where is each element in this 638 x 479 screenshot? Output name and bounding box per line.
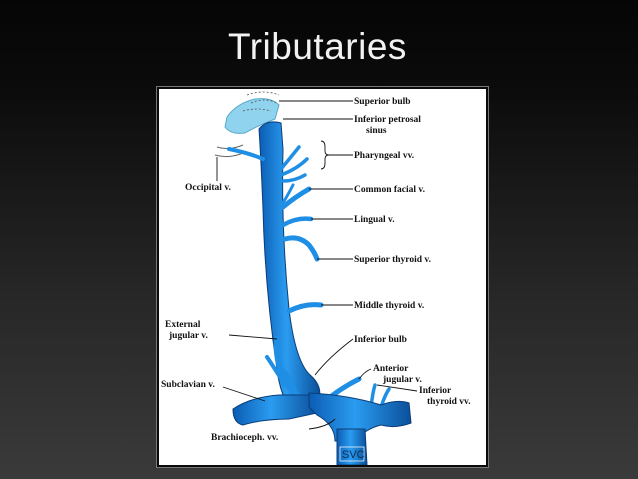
label-pharyngeal: Pharyngeal vv.	[354, 151, 414, 161]
leader-lines	[216, 100, 418, 430]
middle-thyroid-vein	[286, 302, 324, 314]
slide-title: Tributaries	[228, 26, 407, 67]
label-common-facial: Common facial v.	[354, 185, 425, 195]
diagram-labels: Superior bulb Inferior petrosal sinus Ph…	[161, 97, 471, 443]
label-inferior-petrosal: Inferior petrosal	[354, 115, 421, 125]
label-superior-thyroid: Superior thyroid v.	[354, 255, 431, 265]
occipital-vein	[227, 147, 265, 161]
label-inferior-thyroid: Inferior	[419, 386, 452, 396]
superior-thyroid-vein	[282, 235, 320, 262]
label-inferior-petrosal-sinus: sinus	[366, 126, 387, 136]
internal-jugular-vein	[258, 121, 321, 410]
label-external-jugular-v: jugular v.	[168, 331, 208, 341]
svc-label: SVC	[342, 449, 365, 461]
pharyngeal-veins	[279, 145, 309, 183]
label-brachiocephalic: Brachioceph. vv.	[211, 433, 278, 443]
label-inferior-bulb: Inferior bulb	[354, 335, 407, 345]
label-inferior-thyroid-vv: thyroid vv.	[427, 397, 471, 407]
label-anterior-jugular: Anterior	[373, 364, 409, 374]
label-superior-bulb: Superior bulb	[354, 97, 411, 107]
label-external-jugular: External	[165, 320, 201, 330]
subclavian-vein	[232, 394, 318, 426]
label-subclavian: Subclavian v.	[161, 380, 215, 390]
common-facial-vein	[280, 186, 312, 210]
label-occipital: Occipital v.	[185, 183, 231, 193]
ijv-tributaries-diagram: SVC Superior bulb Inferior petrosal sinu…	[157, 87, 488, 467]
lingual-vein	[280, 216, 314, 228]
label-lingual: Lingual v.	[354, 215, 395, 225]
brachiocephalic-veins	[308, 392, 412, 442]
svc-label-box	[339, 446, 365, 462]
vein-diagram-svg: SVC Superior bulb Inferior petrosal sinu…	[161, 91, 471, 465]
label-anterior-jugular-v: jugular v.	[382, 375, 422, 385]
label-middle-thyroid: Middle thyroid v.	[354, 301, 424, 311]
